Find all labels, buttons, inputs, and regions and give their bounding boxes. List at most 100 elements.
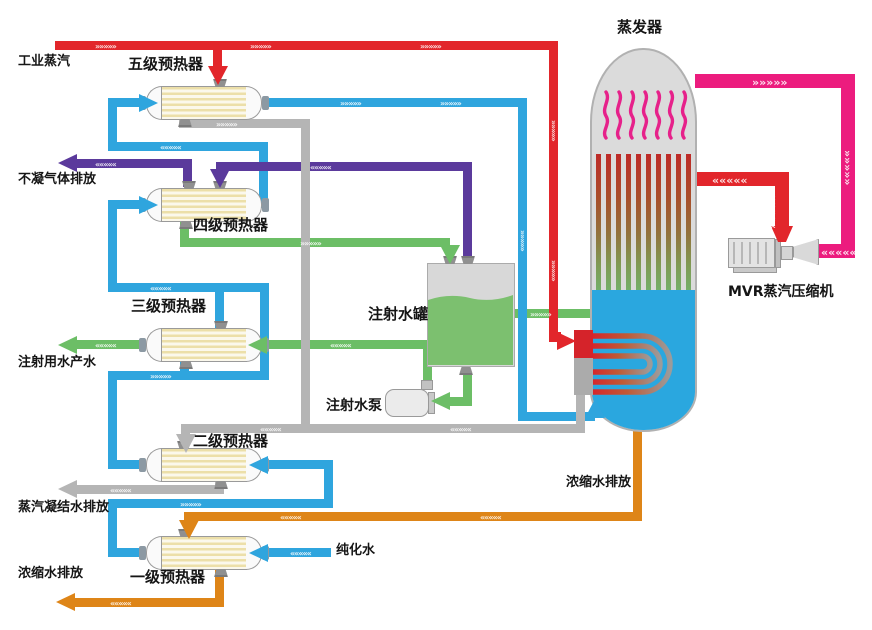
pipe-stub-preheater3-top: [215, 288, 224, 330]
pipe-condensate-main-run: [181, 424, 585, 433]
injection-water-tank: [427, 263, 515, 367]
injection-water-pump: [385, 389, 429, 417]
pipe-distillate-to-tank: [180, 238, 450, 247]
preheater-5: [139, 79, 269, 127]
nozzle-condensate-out: [214, 481, 228, 489]
pipe-preheater5-to-evaporator: [266, 98, 527, 107]
vapor-squiggles: [602, 90, 688, 140]
nozzle-distillate-out: [179, 221, 193, 229]
label-preheater2: 二级预热器: [193, 432, 269, 450]
pipe-riser-3: [108, 371, 117, 469]
flange: [139, 338, 146, 352]
arrow-concentrate-into-preheater1: [179, 520, 199, 539]
pipe-run-to-preheater2: [108, 499, 333, 508]
pipe-preheater1-concentrate-stub: [215, 567, 224, 603]
arrow-into-preheater3: [248, 336, 267, 354]
label-injection-water-pump: 注射水泵: [326, 398, 382, 414]
arrow-vent-into-preheater4: [210, 169, 230, 188]
pipe-riser-4: [260, 288, 269, 380]
preheater-3: [139, 321, 269, 369]
label-preheater4: 四级预热器: [193, 216, 269, 234]
evaporator-vessel: [590, 48, 697, 432]
pipe-condensate-corner: [181, 424, 190, 438]
label-purified-water: 纯化水: [336, 543, 376, 558]
arrow-into-preheater1: [249, 544, 268, 562]
arrow-into-preheater5: [139, 94, 158, 112]
flange: [139, 458, 146, 472]
pipe-riser-1: [108, 504, 117, 557]
pipe-riser-2: [324, 460, 333, 508]
label-preheater3: 三级预热器: [131, 297, 207, 315]
pipe-vent-from-tank: [216, 162, 472, 171]
label-evaporator: 蒸发器: [617, 18, 663, 36]
evaporator-tube-gaps: [596, 154, 691, 290]
label-mvr-compressor: MVR蒸汽压缩机: [728, 284, 834, 300]
evaporator-heating-coils: [592, 333, 673, 395]
pipe-compressed-vapor-riser: [775, 172, 789, 228]
pipe-tank-bottom-drop: [463, 374, 472, 406]
nozzle-condensate-out: [178, 119, 192, 127]
tube-body: [161, 448, 247, 482]
pipe-preheater4-distillate-stub: [180, 218, 189, 247]
arrow-into-tank: [440, 245, 460, 264]
arrow-wfi-product-out: [58, 336, 77, 354]
pipe-compressed-vapor-run: [697, 172, 789, 186]
preheater-2: [139, 441, 269, 489]
arrow-condensate-discharge: [58, 480, 77, 498]
pipe-purified-water-inlet: [269, 548, 331, 557]
pipe-steam-drop-preheater5: [213, 50, 222, 70]
pump-outlet-nozzle: [421, 380, 433, 390]
cap: [146, 448, 162, 482]
cap: [146, 536, 162, 570]
pipe-into-preheater4: [108, 200, 140, 209]
pipe-preheater2-outlet: [108, 460, 146, 469]
pipe-steam-drop-evaporator: [549, 41, 558, 337]
arrow-into-preheater2: [249, 456, 268, 474]
pipe-vent-out: [76, 159, 187, 168]
pipe-run-to-preheater5: [108, 142, 268, 151]
pipe-evaporator-condensate-drop: [576, 395, 585, 433]
pipe-feed-downcomer: [518, 98, 527, 421]
pipe-into-preheater5: [108, 98, 140, 107]
pipe-preheater5-condensate-run: [179, 119, 310, 128]
preheater-4: [139, 181, 269, 229]
pipe-into-preheater2: [268, 460, 333, 469]
pipe-vent-stub-preheater4: [183, 159, 192, 187]
arrow-feed-into-evaporator: [585, 399, 605, 418]
label-wfi-product: 注射用水产水: [18, 355, 97, 370]
label-concentrate-discharge-left: 浓缩水排放: [18, 566, 84, 581]
label-injection-water-tank: 注射水罐: [368, 305, 429, 323]
pipe-preheater4-outlet-riser: [259, 148, 268, 208]
pipe-condensate-downcomer: [301, 119, 310, 433]
compressor-base: [733, 267, 777, 273]
cap: [246, 86, 262, 120]
pipe-riser-6: [108, 98, 117, 151]
motor-vents: [733, 242, 770, 264]
pipe-industrial-steam-main: [55, 41, 558, 50]
pipe-concentrate-corner: [184, 512, 193, 524]
tank-nozzle-bottom: [459, 367, 473, 375]
pipe-into-pump: [448, 397, 472, 406]
tube-body: [161, 86, 247, 120]
pipe-concentrate-discharge: [74, 598, 224, 607]
tube-body: [161, 536, 247, 570]
compressor-inlet-cone: [793, 239, 819, 265]
compressor-discharge-funnel: [771, 226, 793, 242]
nozzle-feed-out: [179, 361, 193, 369]
evaporator-steam-chest: [574, 330, 593, 358]
flange: [139, 546, 146, 560]
arrow-concentrate-discharge: [56, 593, 75, 611]
compressor-shaft: [781, 246, 793, 260]
label-industrial-steam: 工业蒸汽: [18, 54, 71, 69]
nozzle-feed-in: [214, 321, 228, 329]
tube-body: [161, 328, 247, 362]
pipe-feed-into-evaporator: [518, 412, 595, 421]
compressor-motor: [728, 238, 775, 268]
preheater-1: [139, 529, 269, 577]
pipe-preheater1-outlet: [108, 548, 146, 557]
arrow-into-pump: [431, 392, 450, 410]
flange: [262, 198, 269, 212]
evaporator-condensate-box: [574, 358, 593, 395]
pipe-tank-vent-riser: [463, 162, 472, 256]
label-concentrate-discharge-right: 浓缩水排放: [566, 475, 632, 490]
